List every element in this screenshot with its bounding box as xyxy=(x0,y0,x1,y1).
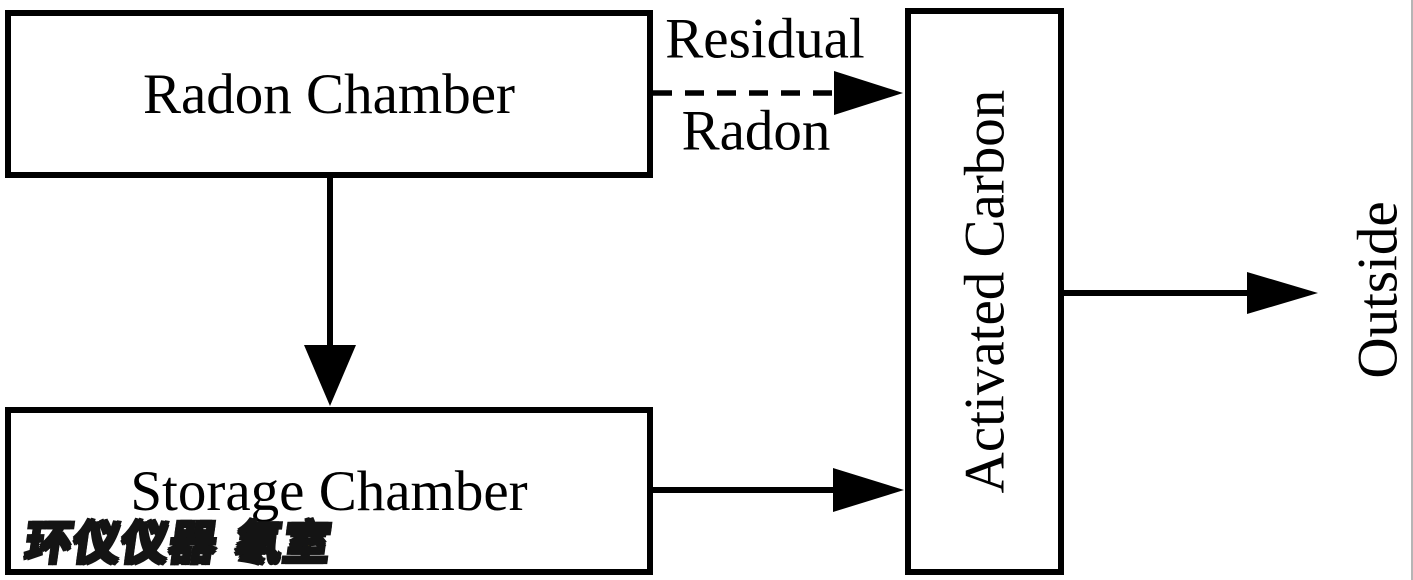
node-radon-chamber-label: Radon Chamber xyxy=(142,62,515,126)
edge-label-radon: Radon xyxy=(681,99,831,163)
node-storage-chamber-label: Storage Chamber xyxy=(130,459,528,523)
arrow-radon-to-storage xyxy=(304,178,356,406)
node-activated-carbon: Activated Carbon xyxy=(905,8,1064,575)
edge-label-residual: Residual xyxy=(665,7,865,71)
arrow-carbon-to-outside xyxy=(1060,272,1318,314)
node-radon-chamber: Radon Chamber xyxy=(5,10,653,178)
arrow-storage-to-carbon xyxy=(650,468,904,512)
node-activated-carbon-label: Activated Carbon xyxy=(953,89,1016,494)
node-storage-chamber: Storage Chamber xyxy=(5,407,653,575)
label-outside: Outside xyxy=(1346,201,1410,379)
watermark-text: 环仪仪器 氡室 xyxy=(21,515,337,572)
